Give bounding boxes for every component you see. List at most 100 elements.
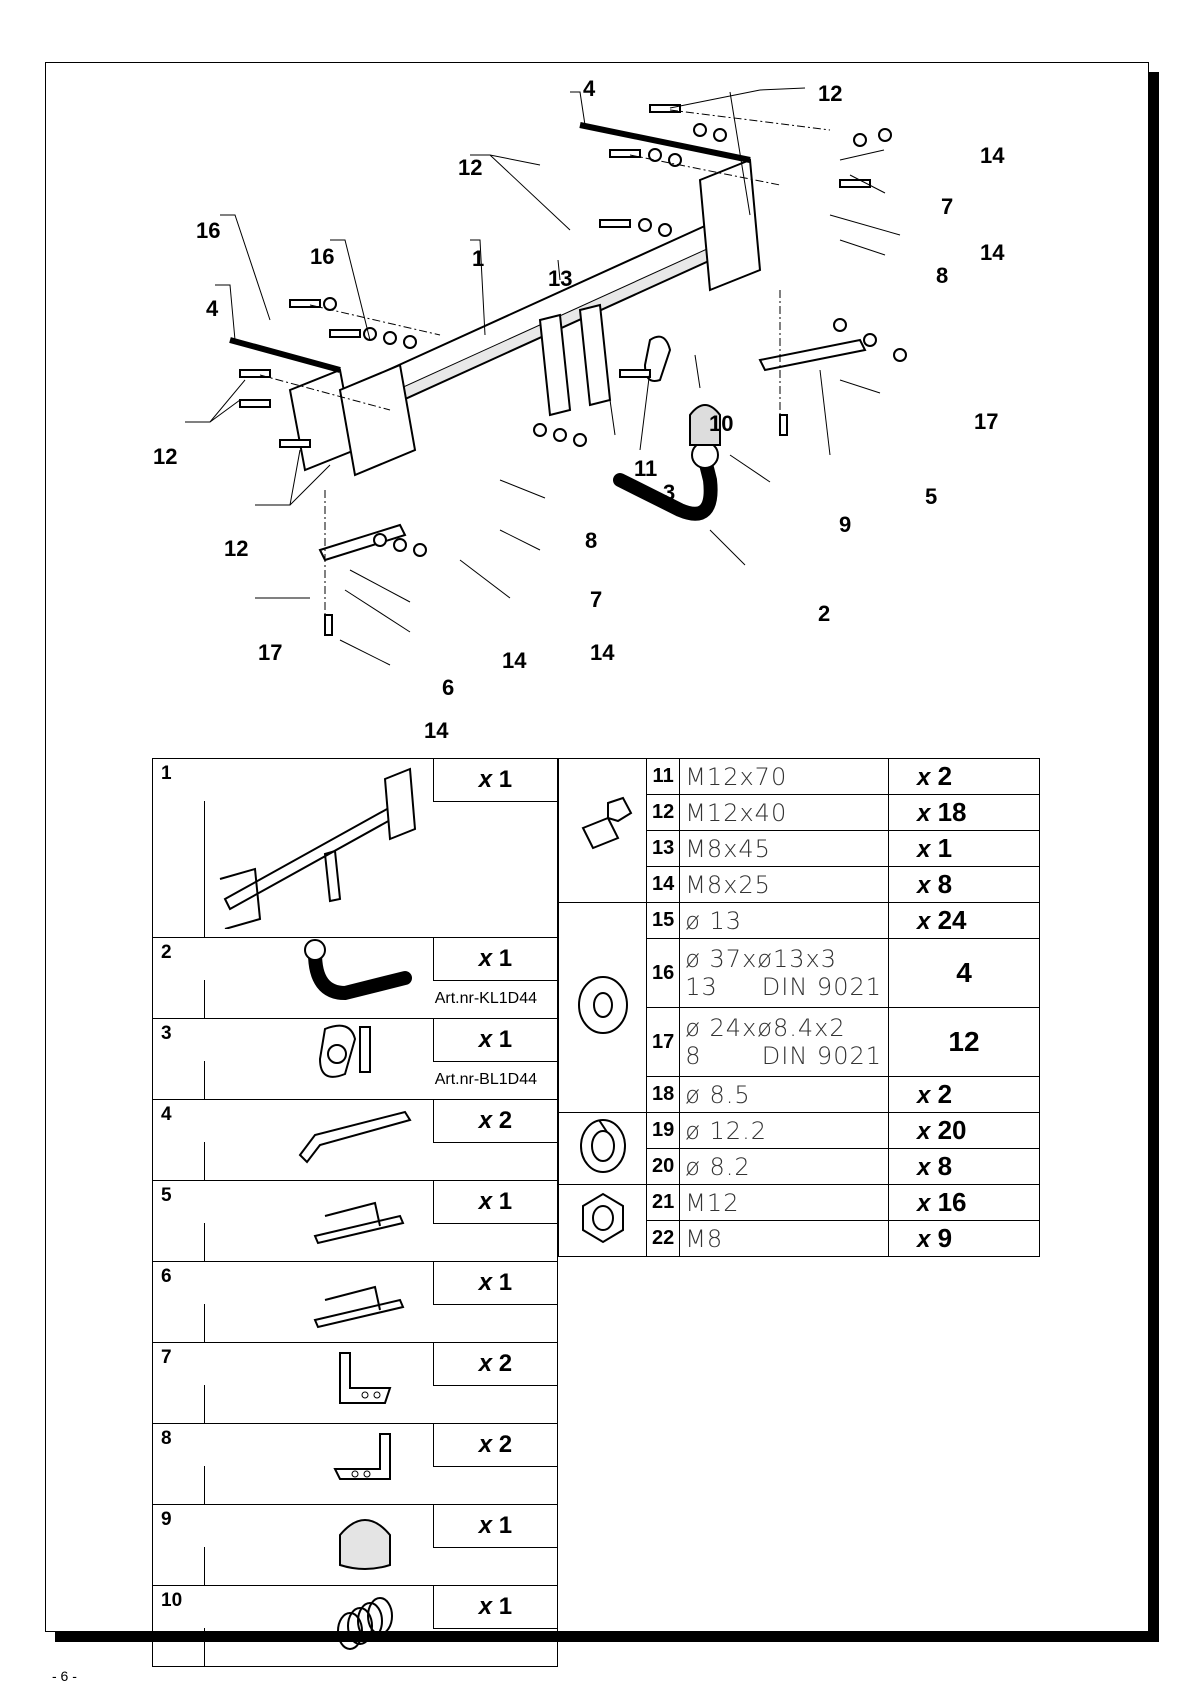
part-description: M8 (679, 1220, 889, 1257)
part-number: 17 (646, 1007, 681, 1077)
callout-14-lower-right: 14 (590, 640, 615, 665)
hardware-row-18: 18 ø 8.5 x 2 (559, 1076, 1040, 1113)
page-number: - 6 - (52, 1668, 77, 1684)
callout-3: 3 (663, 480, 676, 505)
callout-2: 2 (818, 601, 831, 626)
part-quantity: x 1 (432, 1585, 559, 1629)
part-image-towbar-beam (204, 758, 434, 938)
part-description: ø 8.5 (679, 1076, 889, 1113)
part-image-angle-bracket-7 (204, 1342, 434, 1424)
mount-plate-icon (313, 1285, 405, 1329)
part-row-8: 8 x 2 (152, 1423, 559, 1505)
part-number: 10 (152, 1585, 205, 1628)
hardware-row-13: 13 M8x45 x 1 (559, 830, 1040, 867)
part-quantity: x 18 (888, 794, 1040, 831)
part-image-cap (204, 1504, 434, 1586)
part-quantity: x 24 (888, 902, 1040, 939)
bolt-image (557, 758, 648, 903)
callout-12-lower: 12 (153, 444, 178, 469)
bracket-icon (318, 1024, 371, 1078)
part-number: 2 (152, 937, 205, 980)
callout-14-top: 14 (980, 143, 1005, 168)
part-quantity: x 1 (432, 937, 559, 981)
part-number: 1 (152, 758, 205, 801)
hardware-row-21: 21 M12 x 16 (557, 1184, 1040, 1257)
callout-10: 10 (709, 411, 734, 436)
part-number: 15 (646, 902, 681, 939)
callout-17-right: 17 (974, 409, 999, 434)
part-quantity: x 1 (888, 830, 1040, 867)
hex-nut-icon (581, 1192, 624, 1244)
part-quantity: x 2 (432, 1423, 559, 1467)
part-image-angle-bracket-8 (204, 1423, 434, 1505)
part-quantity: x 8 (888, 1148, 1040, 1185)
callout-6: 6 (442, 675, 455, 700)
part-description: ø 8.2 (679, 1148, 889, 1185)
lock-washer-icon (579, 1119, 626, 1173)
part-quantity: x 20 (888, 1112, 1040, 1149)
hardware-row-11: 11 M12x70 x 2 (557, 758, 1040, 903)
part-row-10: 10 x 1 (152, 1585, 559, 1667)
part-quantity: x 2 (888, 758, 1040, 795)
angle-bracket-icon (333, 1433, 391, 1480)
callout-4-left: 4 (206, 296, 219, 321)
callout-17-left: 17 (258, 640, 283, 665)
article-number: Art.nr-KL1D44 (433, 980, 559, 1019)
callout-1: 1 (472, 246, 485, 271)
hardware-row-20: 20 ø 8.2 x 8 (559, 1148, 1040, 1185)
part-quantity: 12 (888, 1007, 1040, 1077)
part-row-4: 4 x 2 (152, 1099, 559, 1181)
callout-14-lower-mid: 14 (502, 648, 527, 673)
part-quantity: 4 (888, 938, 1040, 1008)
parts-table-hardware: 11 M12x70 x 2 12 M12x40 x 18 13 M8x45 x … (557, 758, 1040, 1257)
part-number: 7 (152, 1342, 205, 1385)
callout-8-lower: 8 (585, 528, 598, 553)
part-image-arm (204, 1099, 434, 1181)
exploded-assembly-diagram (185, 87, 907, 666)
part-quantity: x 2 (888, 1076, 1040, 1113)
callout-9: 9 (839, 512, 852, 537)
part-image-spring (204, 1585, 434, 1667)
hardware-row-15: 15 ø 13 x 24 (557, 902, 1040, 1113)
washer-icon (577, 976, 628, 1034)
part-description: M8x45 (679, 830, 889, 867)
part-row-6: 6 x 1 (152, 1261, 559, 1343)
towbar-beam-icon (219, 767, 416, 930)
part-image-plate-5 (204, 1180, 434, 1262)
bolt-icon (581, 796, 632, 850)
mount-plate-icon (313, 1201, 405, 1245)
part-description: M12 (679, 1184, 889, 1221)
part-description: ø 13 (679, 902, 889, 939)
part-number: 11 (646, 758, 681, 795)
part-quantity: x 2 (432, 1342, 559, 1386)
callout-7-lower: 7 (590, 587, 603, 612)
ball-cap-icon (338, 1519, 391, 1570)
part-row-3: 3 x 1 (152, 1018, 559, 1100)
callout-4-top: 4 (583, 76, 596, 101)
part-quantity: x 2 (432, 1099, 559, 1143)
part-number: 3 (152, 1018, 205, 1061)
part-number: 9 (152, 1504, 205, 1547)
hardware-row-19: 19 ø 12.2 x 20 (557, 1112, 1040, 1185)
part-number: 16 (646, 938, 681, 1008)
part-number: 22 (646, 1220, 681, 1257)
part-image-bracket (204, 1018, 434, 1100)
part-quantity: x 1 (432, 1261, 559, 1305)
callout-13: 13 (548, 266, 573, 291)
part-row-7: 7 x 2 (152, 1342, 559, 1424)
angle-bracket-icon (338, 1352, 392, 1404)
callout-16-left: 16 (196, 218, 221, 243)
article-number: Art.nr-BL1D44 (433, 1061, 559, 1100)
part-image-plate-6 (204, 1261, 434, 1343)
part-number: 19 (646, 1112, 681, 1149)
part-quantity: x 1 (432, 1180, 559, 1224)
side-arm-icon (298, 1110, 412, 1164)
part-quantity: x 1 (432, 1504, 559, 1548)
part-description: M8x25 (679, 866, 889, 903)
part-description: M12x70 (679, 758, 889, 795)
callout-8-top: 8 (936, 263, 949, 288)
part-quantity: x 1 (432, 758, 559, 802)
spring-washer-image (557, 1112, 648, 1185)
